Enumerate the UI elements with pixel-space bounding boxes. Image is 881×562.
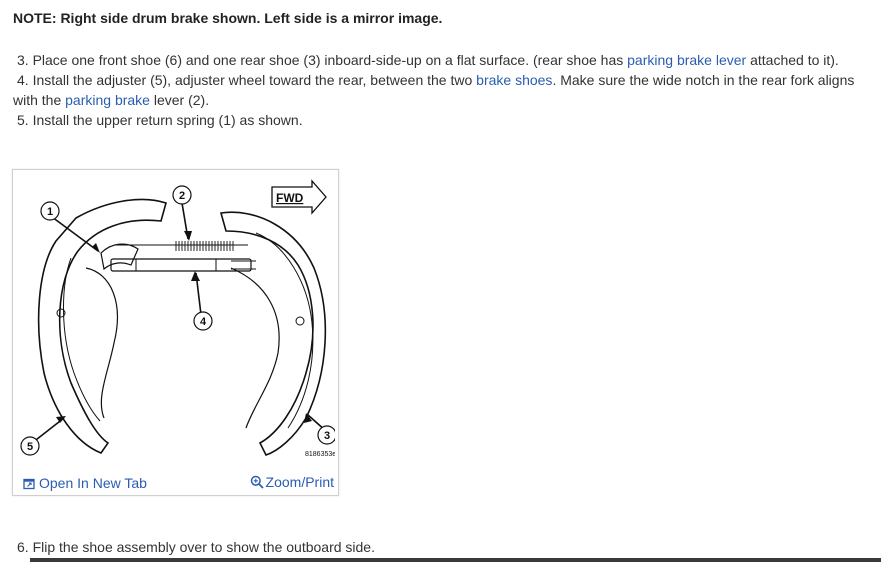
step-3-text: 3. Place one front shoe (6) and one rear… bbox=[17, 52, 628, 68]
callout-3: 3 bbox=[324, 430, 330, 442]
callout-5: 5 bbox=[27, 441, 33, 453]
callout-3-circle bbox=[317, 425, 335, 445]
fwd-label: FWD bbox=[276, 191, 304, 205]
callout-4: 4 bbox=[200, 316, 207, 328]
callout-2-circle bbox=[172, 185, 192, 205]
step-3: 3. Place one front shoe (6) and one rear… bbox=[13, 50, 877, 70]
step-4-suffix: lever (2). bbox=[149, 92, 210, 108]
figure-code: 8186353e bbox=[305, 451, 335, 458]
drum-brake-diagram[interactable]: 1 2 3 4 5 FWD 8186353e bbox=[16, 173, 335, 462]
figure-actions: Open In New Tab Zoom/Print bbox=[13, 470, 338, 494]
brake-shoes-link[interactable]: brake shoes bbox=[476, 72, 553, 88]
step-4-text: 4. Install the adjuster (5), adjuster wh… bbox=[17, 72, 477, 88]
arrowhead-5 bbox=[56, 416, 66, 423]
arrowhead-1 bbox=[92, 243, 100, 253]
leader-5 bbox=[31, 417, 65, 444]
arrowhead-3 bbox=[304, 413, 312, 423]
zoom-print-button[interactable]: Zoom/Print bbox=[250, 474, 334, 492]
front-shoe-web bbox=[85, 267, 118, 419]
rear-shoe-hole bbox=[295, 316, 305, 326]
adjuster-body bbox=[110, 258, 252, 272]
step-3-suffix: attached to it). bbox=[746, 52, 839, 68]
rear-shoe-web bbox=[230, 267, 280, 429]
step-4-middle: . Make sure the wide notch in the rear f… bbox=[13, 72, 855, 108]
front-shoe-hole bbox=[56, 308, 66, 318]
parking-brake-lever-link[interactable]: parking brake lever bbox=[627, 52, 747, 68]
callout-5-circle bbox=[20, 436, 40, 456]
callout-2: 2 bbox=[179, 190, 185, 202]
step-6: 6. Flip the shoe assembly over to show t… bbox=[17, 539, 375, 555]
bottom-divider bbox=[30, 558, 881, 562]
step-4: 4. Install the adjuster (5), adjuster wh… bbox=[13, 70, 873, 110]
figure-container: 1 2 3 4 5 FWD 8186353e Open In New Tab Z… bbox=[12, 169, 339, 496]
parking-brake-link[interactable]: parking brake bbox=[65, 92, 150, 108]
magnifier-icon bbox=[250, 475, 264, 492]
front-shoe-lining bbox=[63, 257, 101, 422]
front-brake-shoe bbox=[37, 198, 167, 454]
open-in-new-tab-label: Open In New Tab bbox=[39, 475, 147, 491]
callout-1-circle bbox=[40, 201, 60, 221]
rear-shoe-lining bbox=[255, 232, 314, 429]
step-5: 5. Install the upper return spring (1) a… bbox=[17, 112, 303, 128]
adjuster-lines bbox=[135, 259, 256, 271]
arrowhead-2 bbox=[184, 231, 192, 241]
open-in-new-tab-button[interactable]: Open In New Tab bbox=[23, 475, 147, 493]
external-window-icon bbox=[23, 477, 35, 493]
callout-1: 1 bbox=[47, 206, 53, 218]
fwd-arrow bbox=[271, 179, 327, 215]
parking-lever bbox=[100, 243, 139, 271]
leader-1 bbox=[51, 216, 99, 252]
callout-4-circle bbox=[193, 311, 213, 331]
note-heading: NOTE: Right side drum brake shown. Left … bbox=[13, 10, 443, 26]
rear-brake-shoe bbox=[219, 211, 327, 456]
arrowhead-4 bbox=[191, 271, 200, 281]
spring-coils bbox=[175, 241, 234, 251]
zoom-print-label: Zoom/Print bbox=[265, 474, 334, 490]
